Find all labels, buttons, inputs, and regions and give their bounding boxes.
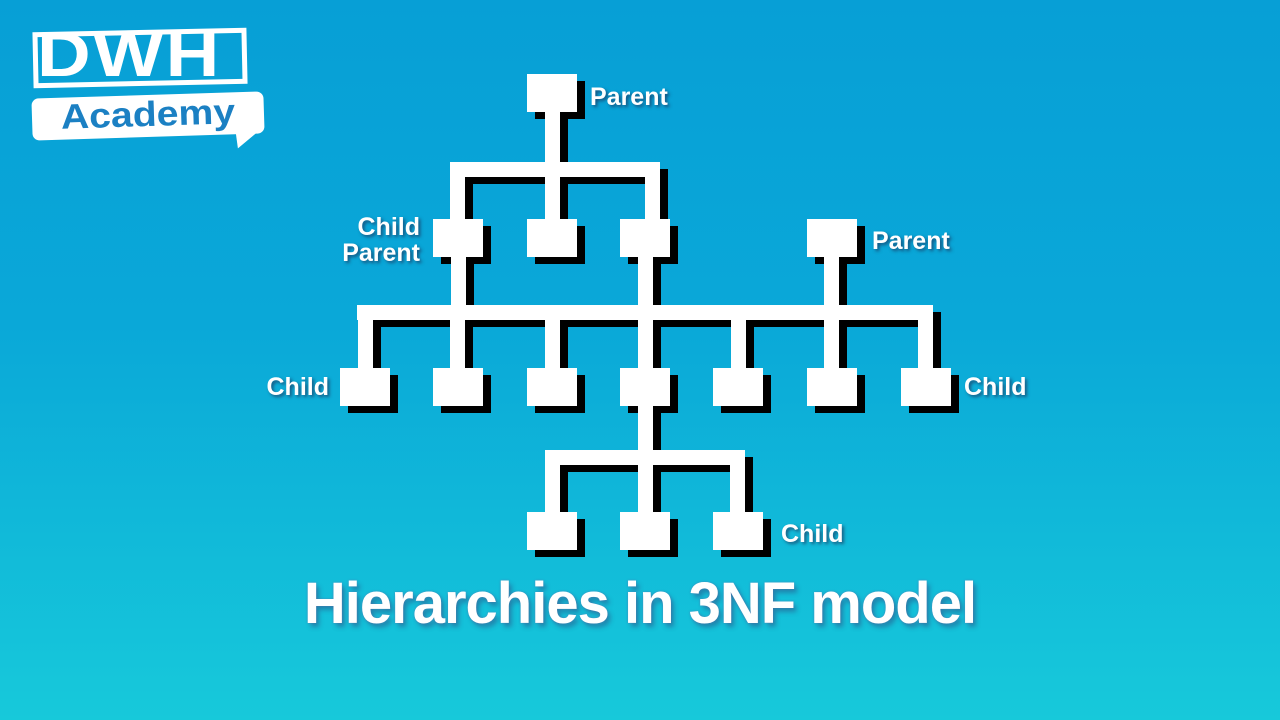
label-child-parent: Child Parent <box>290 214 420 266</box>
connector-vertical <box>824 305 839 368</box>
tree-node-l3-4 <box>620 368 670 406</box>
connector-vertical <box>545 450 560 512</box>
label-right-parent: Parent <box>872 227 950 255</box>
label-child-parent-line2: Parent <box>342 239 420 267</box>
connector-vertical <box>918 305 933 368</box>
tree-node-l4-3 <box>713 512 763 550</box>
connector-vertical <box>731 305 746 368</box>
connector-vertical <box>638 257 653 320</box>
tree-node-l3-5 <box>713 368 763 406</box>
label-left-child: Child <box>266 373 330 401</box>
tree-node-l2-right-parent <box>807 219 857 257</box>
tree-node-l3-3 <box>527 368 577 406</box>
connector-vertical <box>450 305 465 368</box>
connector-vertical <box>545 305 560 368</box>
tree-node-l3-1 <box>340 368 390 406</box>
connector-horizontal <box>545 450 745 465</box>
tree-node-l3-7 <box>901 368 951 406</box>
connector-vertical <box>824 257 839 320</box>
connector-vertical <box>358 305 373 368</box>
tree-node-l4-1 <box>527 512 577 550</box>
dwh-academy-logo: DWH Academy <box>30 20 275 154</box>
connector-horizontal <box>450 162 660 177</box>
logo-title: DWH <box>37 20 222 90</box>
connector-vertical <box>645 162 660 219</box>
label-right-child: Child <box>964 373 1027 401</box>
connector-vertical <box>730 450 745 512</box>
tree-node-l2-1 <box>433 219 483 257</box>
tree-node-l3-2 <box>433 368 483 406</box>
slide-title: Hierarchies in 3NF model <box>303 571 977 636</box>
tree-node-l2-2 <box>527 219 577 257</box>
tree-node-l4-2 <box>620 512 670 550</box>
tree-node-l1 <box>527 74 577 112</box>
connector-vertical <box>638 305 653 368</box>
label-bottom-child: Child <box>781 520 844 548</box>
tree-node-l2-3 <box>620 219 670 257</box>
label-child-parent-line1: Child <box>357 213 421 241</box>
connector-vertical <box>451 257 466 320</box>
tree-node-l3-6 <box>807 368 857 406</box>
connector-vertical <box>450 162 465 219</box>
label-top-parent: Parent <box>590 83 668 111</box>
